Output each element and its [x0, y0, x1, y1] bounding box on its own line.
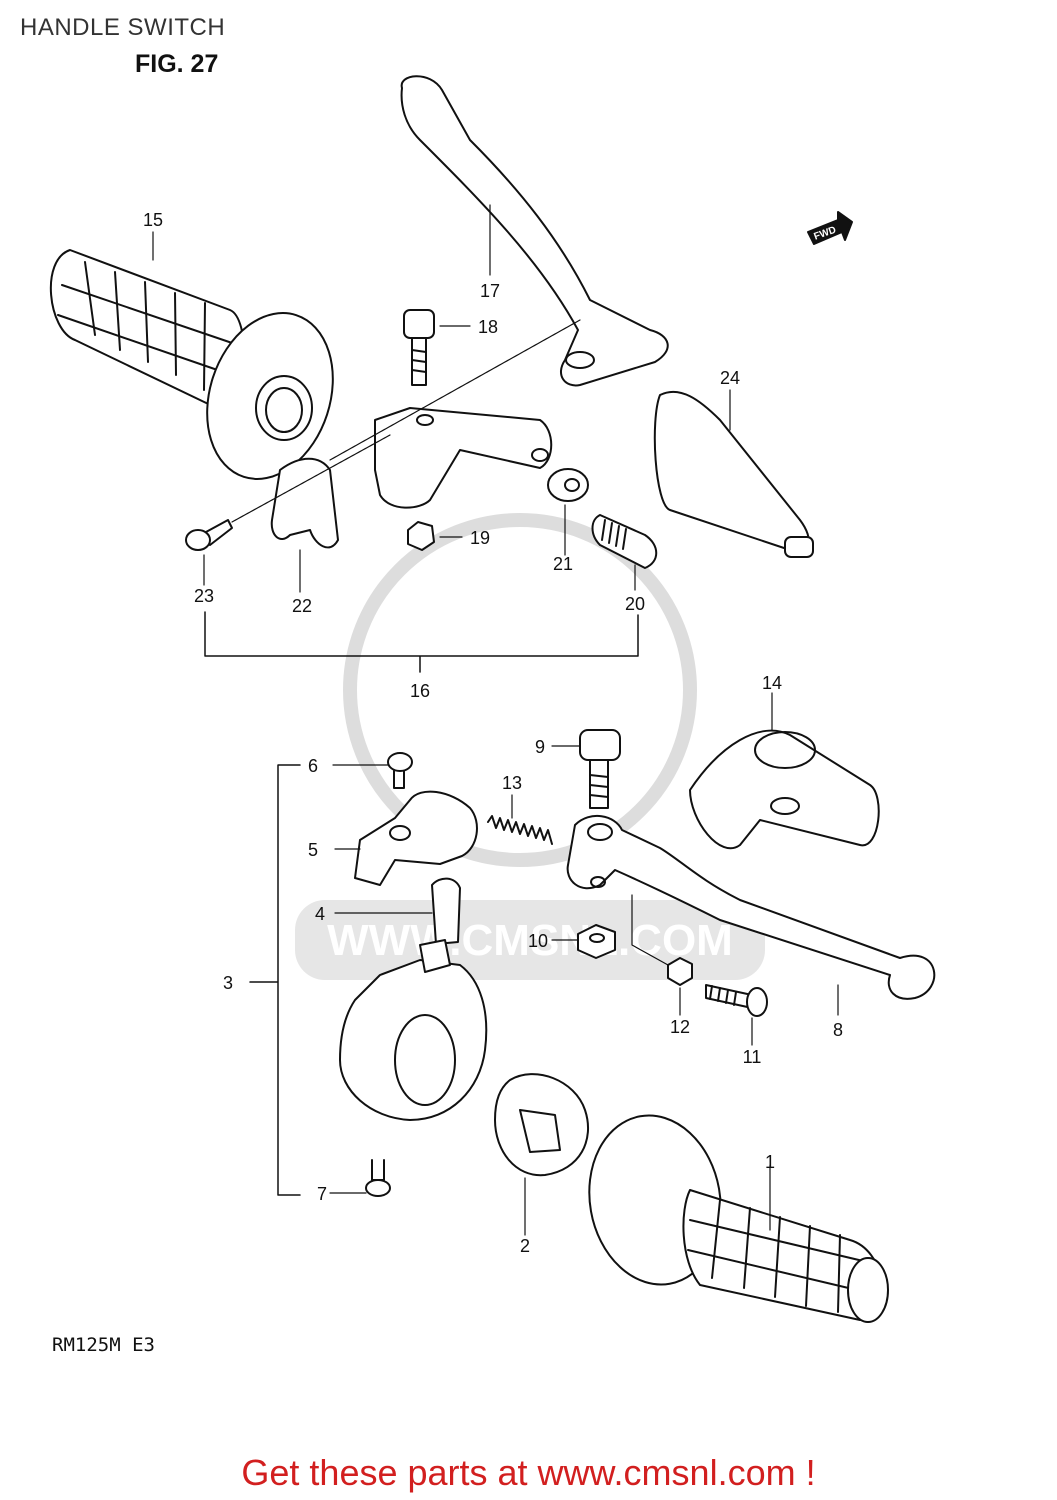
watermark: WWW.CMSNL.COM	[295, 513, 765, 980]
callout-20: 20	[625, 594, 645, 614]
part-21-adjuster-nut	[547, 468, 589, 502]
part-5-clamp	[354, 790, 478, 886]
part-4-clip	[431, 877, 461, 945]
part-6-screw	[387, 752, 413, 789]
callout-16: 16	[410, 681, 430, 701]
callout-2: 2	[520, 1236, 530, 1256]
callout-10: 10	[528, 931, 548, 951]
model-code: RM125M E3	[52, 1334, 155, 1356]
part-2-ring	[494, 1073, 590, 1177]
part-15-left-grip	[49, 249, 334, 480]
figure-label: FIG. 27	[135, 50, 219, 78]
part-3-switch-housing	[339, 939, 488, 1121]
part-1-right-grip	[588, 1114, 889, 1323]
part-10-nut	[577, 924, 616, 959]
footer-link-text[interactable]: Get these parts at www.cmsnl.com !	[241, 1452, 816, 1493]
callout-11: 11	[743, 1047, 762, 1067]
callout-17: 17	[480, 281, 500, 301]
part-18-bolt	[403, 309, 435, 386]
part-24-lever-boot	[653, 390, 814, 558]
part-7-screw	[365, 1159, 391, 1197]
callout-5: 5	[308, 840, 318, 860]
fwd-arrow-icon: FWD	[807, 211, 853, 245]
part-17-clutch-lever	[400, 75, 669, 387]
diagram-title: HANDLE SWITCH	[20, 14, 226, 41]
part-11-bolt	[705, 984, 768, 1017]
part-13-spring	[487, 815, 553, 845]
part-9-pivot-bolt	[579, 729, 621, 809]
callout-12: 12	[670, 1017, 690, 1037]
part-19-nut	[407, 521, 435, 551]
callout-19: 19	[470, 528, 490, 548]
part-8-lever	[566, 815, 936, 1000]
part-14-lever-cover	[689, 729, 880, 850]
callout-21: 21	[553, 554, 573, 574]
callout-15: 15	[143, 210, 163, 230]
part-23-screw	[185, 519, 233, 551]
callout-18: 18	[478, 317, 498, 337]
part-22-clamp	[270, 457, 339, 549]
callout-6: 6	[308, 756, 318, 776]
callout-24: 24	[720, 368, 740, 388]
callout-22: 22	[292, 596, 312, 616]
callout-23: 23	[194, 586, 214, 606]
part-20-adjuster	[591, 514, 658, 569]
callout-4: 4	[315, 904, 325, 924]
callout-1: 1	[765, 1152, 775, 1172]
watermark-text: WWW.CMSNL.COM	[327, 916, 733, 965]
callout-7: 7	[317, 1184, 327, 1204]
callout-3: 3	[223, 973, 233, 993]
callout-13: 13	[502, 773, 522, 793]
callout-8: 8	[833, 1020, 843, 1040]
part-12-nut	[667, 957, 693, 986]
part-16-lever-bracket	[374, 407, 553, 509]
callout-14: 14	[762, 673, 782, 693]
callout-9: 9	[535, 737, 545, 757]
